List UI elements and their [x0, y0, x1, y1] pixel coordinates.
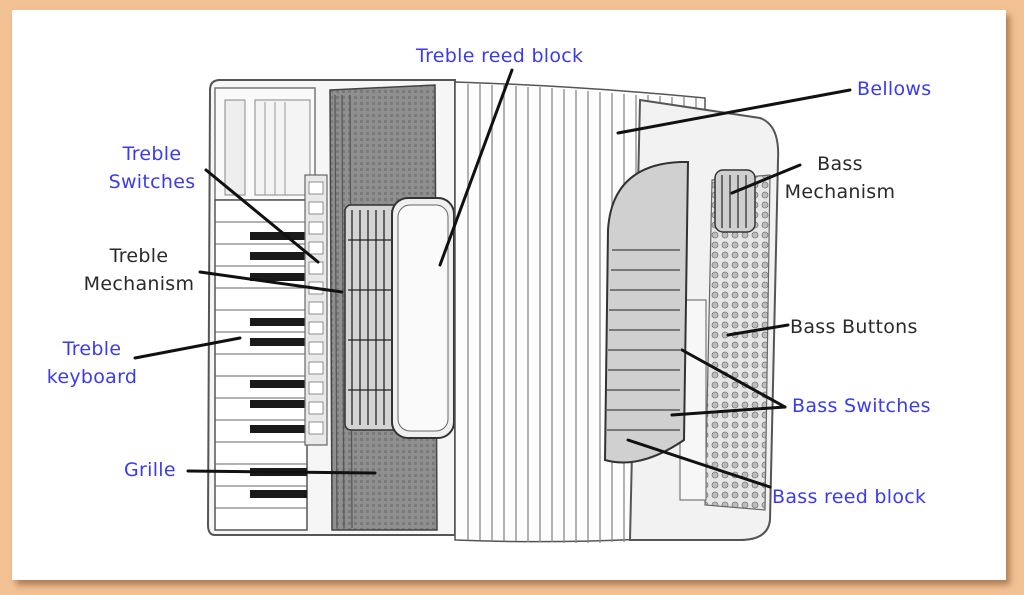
label-treble-keyboard-line1: Treble: [62, 338, 122, 360]
bass-body: [603, 98, 780, 541]
label-bellows: Bellows: [857, 78, 932, 100]
label-treble-switches: Treble Switches: [96, 140, 208, 196]
label-bass-switches: Bass Switches: [792, 395, 931, 417]
leader-treble-reed-block: [438, 68, 514, 267]
label-treble-reed-block: Treble reed block: [416, 45, 584, 67]
label-treble-mechanism-line1: Treble: [109, 245, 169, 267]
label-treble-keyboard-line2: keyboard: [46, 366, 138, 388]
leader-bass-reed-block: [626, 438, 772, 489]
label-treble-mechanism: Treble Mechanism: [74, 242, 204, 298]
label-treble-switches-line1: Treble: [122, 143, 182, 165]
label-bass-mechanism-line1: Bass: [817, 153, 863, 175]
label-grille: Grille: [124, 459, 176, 481]
leader-bass-switches-a: [680, 348, 787, 409]
label-bass-mechanism-line2: Mechanism: [784, 181, 896, 203]
label-treble-switches-line2: Switches: [108, 171, 196, 193]
treble-reed-block: [391, 197, 455, 439]
label-treble-keyboard: Treble keyboard: [34, 335, 150, 391]
label-bass-reed-block: Bass reed block: [772, 486, 927, 508]
label-treble-mechanism-line2: Mechanism: [83, 273, 195, 295]
label-bass-mechanism: Bass Mechanism: [776, 150, 904, 206]
leader-treble-switches: [204, 168, 320, 264]
leader-grille: [186, 469, 377, 475]
leader-bellows: [616, 88, 852, 135]
keyboard: [214, 199, 308, 531]
leader-treble-mechanism: [198, 270, 344, 294]
leader-bass-buttons: [726, 323, 790, 337]
leader-lines: [133, 68, 852, 489]
label-bass-buttons: Bass Buttons: [790, 316, 918, 338]
treble-switches: [304, 174, 328, 446]
leader-bass-switches-b: [670, 405, 787, 417]
leader-treble-keyboard: [133, 336, 242, 360]
leader-bass-mechanism: [730, 163, 802, 195]
